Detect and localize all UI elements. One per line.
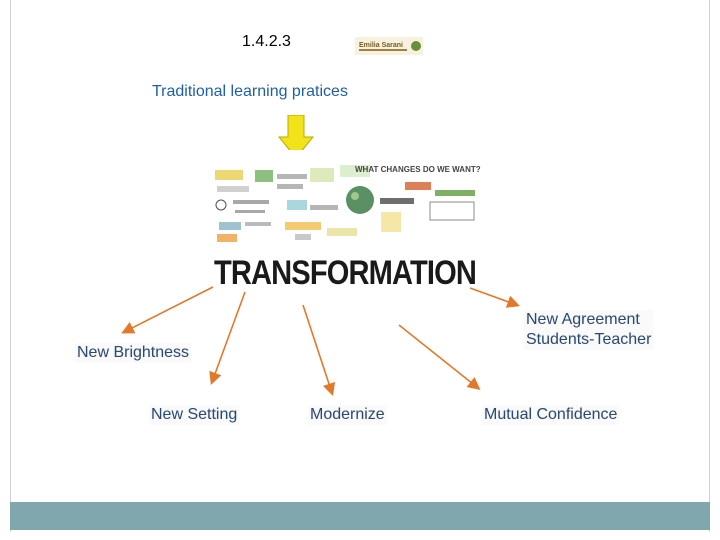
arrow-to-confidence [398, 324, 481, 390]
arrow-to-setting [209, 291, 246, 386]
down-arrow-icon [278, 115, 314, 159]
arrow-to-agreement [469, 287, 521, 308]
logo: Emilia Sarani [355, 37, 423, 55]
outcome-mutual-confidence: Mutual Confidence [482, 405, 620, 425]
sketch-notes [215, 165, 475, 242]
slide-title: Traditional learning pratices [152, 83, 348, 100]
transformation-illustration: WHAT CHANGES DO WE WANT? TRANSFORMATION [205, 150, 485, 295]
arrow-to-brightness [121, 286, 214, 334]
outcome-modernize: Modernize [308, 405, 387, 425]
agreement-line-1: New Agreement [526, 311, 640, 328]
outcome-new-agreement: New Agreement Students-Teacher [524, 310, 654, 350]
arrow-to-modernize [302, 304, 336, 397]
logo-text: Emilia Sarani [359, 42, 403, 49]
agreement-line-2: Students-Teacher [526, 331, 652, 348]
illustration-question: WHAT CHANGES DO WE WANT? [355, 165, 481, 174]
slide-number: 1.4.2.3 [242, 33, 291, 50]
outcome-new-brightness: New Brightness [75, 343, 192, 363]
footer-bar [10, 502, 710, 530]
illustration-heading: TRANSFORMATION [214, 254, 476, 292]
outcome-new-setting: New Setting [149, 405, 240, 425]
slide-frame [10, 0, 710, 532]
